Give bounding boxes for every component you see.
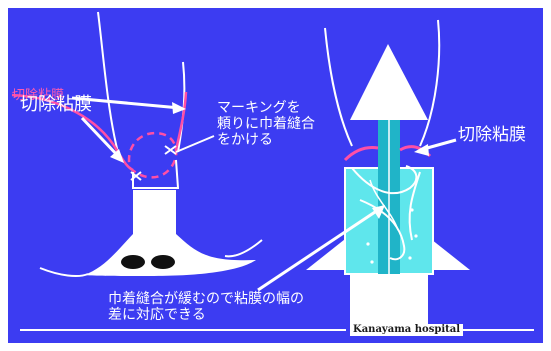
arrow-head-left-mucosa: [110, 149, 124, 163]
left-mucosa-ghost-label: 切除粘膜: [12, 88, 65, 103]
footer-credit: Kanayama hospital: [350, 324, 464, 336]
left-nose-figure: [11, 11, 263, 277]
arrow-to-left-mucosa: [80, 116, 122, 160]
left-nose-base: [84, 234, 256, 276]
left-nose-body: [132, 159, 180, 189]
right-excised-mucosa-left: [343, 146, 379, 162]
arrow-head-right-mucosa: [172, 102, 186, 114]
arrow-head-bottom-note: [372, 205, 385, 219]
marking-note-label: マーキングを 頼りに巾着縫合 をかける: [217, 100, 315, 149]
suture-loop-3: [408, 171, 421, 241]
right-nostril: [151, 255, 175, 269]
cylinder-dot: [410, 208, 414, 212]
arrow-to-right-mucosa: [71, 96, 181, 110]
cylinder-dot: [370, 260, 374, 264]
left-nose-outline-right: [224, 239, 263, 258]
left-excised-mucosa-right: [174, 91, 188, 151]
right-nasal-wall-left: [324, 27, 353, 147]
cylinder-dot: [408, 256, 412, 260]
left-nostril: [121, 255, 145, 269]
suture-loop-1: [351, 165, 418, 195]
cylinder-dot: [414, 234, 418, 238]
left-nasal-wall-left: [97, 11, 121, 161]
arrow-bottom-note: [257, 208, 379, 292]
left-nose-column: [133, 190, 176, 238]
right-mucosa-label: 切除粘膜: [458, 125, 526, 145]
device-stem: [350, 272, 428, 330]
right-device-figure: [306, 19, 470, 330]
device-arrow-tip: [350, 44, 428, 120]
right-nasal-wall-right: [419, 19, 441, 147]
purse-string-dashed: [127, 131, 178, 179]
left-mucosa-label: 切除粘膜: [20, 94, 92, 115]
suture-knot-right: [164, 145, 177, 155]
diagram-background: [8, 8, 543, 343]
arrow-head-right-label: [414, 144, 429, 156]
left-excised-mucosa: [11, 93, 134, 172]
arrow-marking-pointer: [175, 135, 215, 153]
cylinder-dot: [366, 242, 370, 246]
bottom-note-label: 巾着縫合が緩むので粘膜の幅の 差に対応できる: [108, 291, 304, 324]
left-nose-outline-left: [39, 267, 89, 277]
